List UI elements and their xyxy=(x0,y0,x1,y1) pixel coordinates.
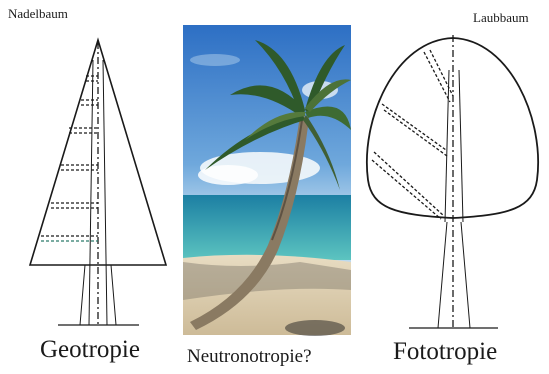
conifer-title: Nadelbaum xyxy=(8,6,68,22)
phototropism-caption: Fototropie xyxy=(393,338,497,366)
palm-photo xyxy=(183,25,351,336)
conifer-branches xyxy=(41,76,98,241)
deciduous-branches xyxy=(372,50,453,219)
deciduous-tree xyxy=(367,35,538,328)
neutronotropism-caption: Neutronotropie? xyxy=(187,346,312,368)
conifer-tree xyxy=(30,40,166,325)
deciduous-title: Laubbaum xyxy=(473,10,529,26)
geotropism-caption: Geotropie xyxy=(40,336,140,364)
